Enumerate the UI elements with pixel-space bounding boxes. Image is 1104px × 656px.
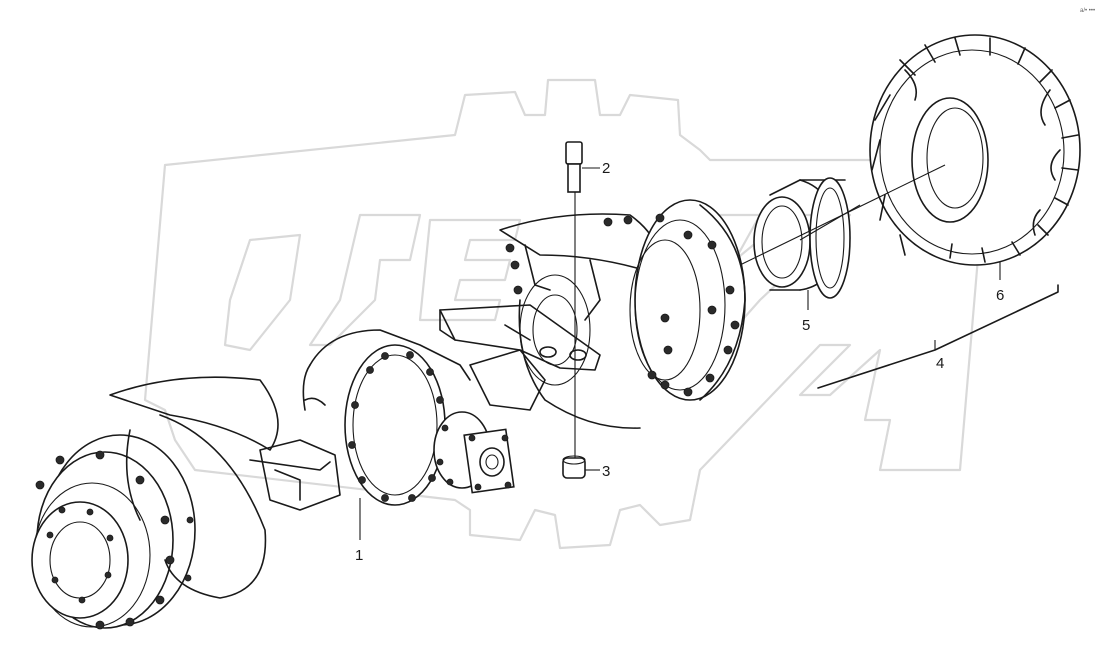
bolt-part-2 [565,141,583,458]
callout-2: 2 [602,160,610,177]
nut-part-3 [562,455,586,479]
mounting-bracket [439,304,601,411]
callout-1: 1 [355,547,363,564]
callout-labels: 1 2 3 4 5 6 [355,160,1004,564]
pinion-flange [433,411,515,494]
right-wheel-hub [603,199,746,401]
callout-3: 3 [602,463,610,480]
tyre-part-6 [869,34,1081,266]
wheel-rim-part-5 [753,177,851,299]
leader-lines [359,164,1059,540]
callout-6: 6 [996,287,1004,304]
callout-4: 4 [936,355,944,372]
corner-mark: a/• ••• [1080,8,1095,14]
left-wheel-hub [31,434,196,630]
callout-5: 5 [802,317,810,334]
left-axle-tube [249,439,341,511]
differential-housing [302,329,471,506]
left-brake-shield [109,376,279,599]
